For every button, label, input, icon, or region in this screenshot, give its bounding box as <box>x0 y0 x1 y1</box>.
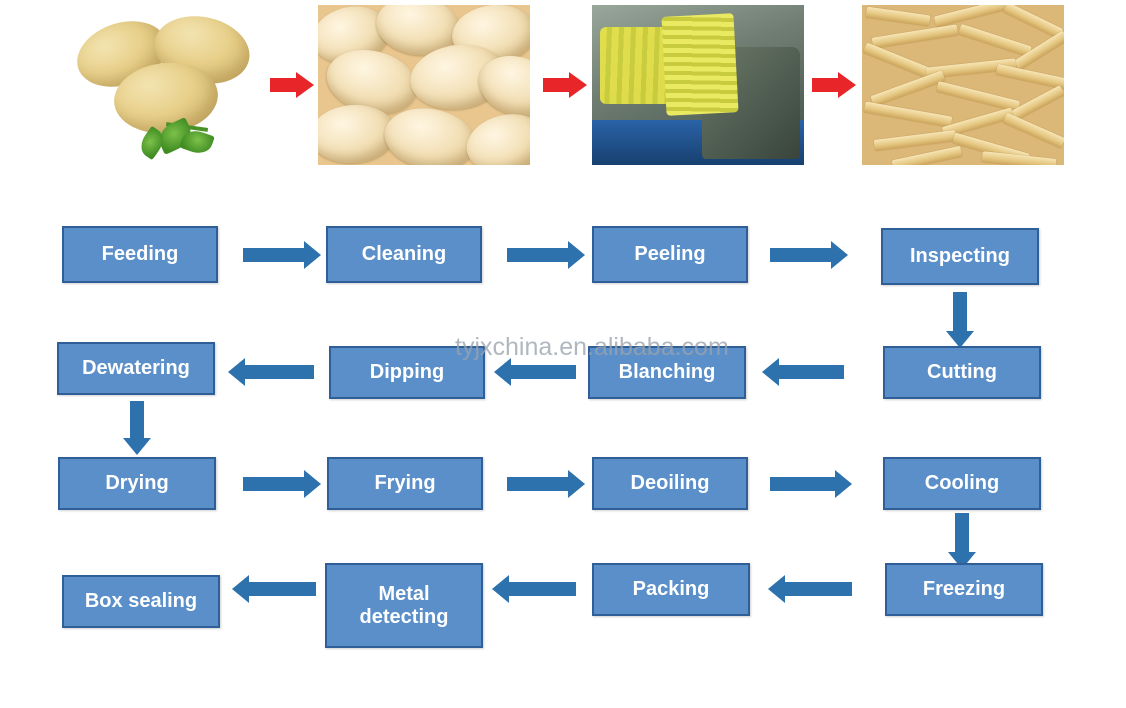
flow-arrow-cleaning-peeling <box>507 241 585 269</box>
french-fries-photo <box>862 5 1064 165</box>
washed-potatoes-photo <box>318 5 530 165</box>
flow-arrow-feeding-cleaning <box>243 241 321 269</box>
flow-arrow-cutting-blanching <box>762 358 844 386</box>
flow-arrow-dewatering-drying <box>123 401 151 455</box>
flow-node-blanching[interactable]: Blanching <box>588 346 746 399</box>
flow-arrow-peeling-inspecting <box>770 241 848 269</box>
flow-node-cooling[interactable]: Cooling <box>883 457 1041 510</box>
flow-node-cleaning[interactable]: Cleaning <box>326 226 482 283</box>
flow-arrow-dipping-dewatering <box>228 358 314 386</box>
flow-node-packing[interactable]: Packing <box>592 563 750 616</box>
flow-arrow-blanching-dipping <box>494 358 576 386</box>
flow-node-freezing[interactable]: Freezing <box>885 563 1043 616</box>
flow-node-dipping[interactable]: Dipping <box>329 346 485 399</box>
flow-node-box-sealing[interactable]: Box sealing <box>62 575 220 628</box>
flow-node-peeling[interactable]: Peeling <box>592 226 748 283</box>
flow-node-dewatering[interactable]: Dewatering <box>57 342 215 395</box>
process-flowchart: Feeding Cleaning Peeling Inspecting Cutt… <box>0 175 1126 708</box>
flow-node-feeding[interactable]: Feeding <box>62 226 218 283</box>
flow-arrow-cooling-freezing <box>948 513 976 569</box>
flow-node-deoiling[interactable]: Deoiling <box>592 457 748 510</box>
flow-node-metal-detecting[interactable]: Metal detecting <box>325 563 483 648</box>
flow-node-cutting[interactable]: Cutting <box>883 346 1041 399</box>
flow-arrow-packing-metal-detecting <box>492 575 576 603</box>
flow-node-frying[interactable]: Frying <box>327 457 483 510</box>
raw-potatoes-photo <box>62 5 284 165</box>
flow-arrow-freezing-packing <box>768 575 852 603</box>
flow-node-inspecting[interactable]: Inspecting <box>881 228 1039 285</box>
cutting-machine-photo <box>592 5 804 165</box>
flow-node-drying[interactable]: Drying <box>58 457 216 510</box>
flow-arrow-metal-detecting-box-sealing <box>232 575 316 603</box>
flow-arrow-inspecting-cutting <box>946 292 974 348</box>
flow-arrow-frying-deoiling <box>507 470 585 498</box>
flow-arrow-drying-frying <box>243 470 321 498</box>
flow-arrow-deoiling-cooling <box>770 470 852 498</box>
process-photo-strip <box>0 0 1126 175</box>
